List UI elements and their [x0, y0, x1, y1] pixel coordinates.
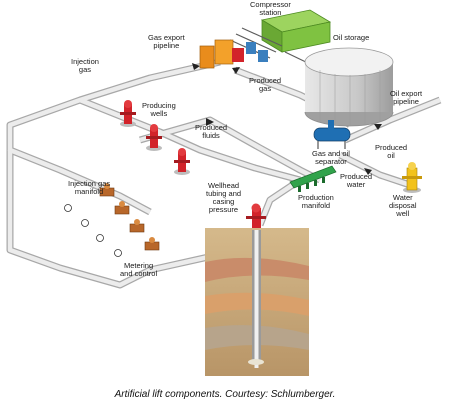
pressure-gauge-1 [64, 204, 72, 212]
production-manifold [289, 165, 337, 192]
label-produced-oil: Produced oil [375, 143, 408, 160]
arrow-produced-fluids [206, 118, 214, 126]
label-produced-fluids: Produced fluids [195, 123, 228, 140]
label-producing-wells: Producing wells [142, 101, 176, 118]
pressure-gauge-3 [96, 234, 104, 242]
producing-wells [120, 100, 266, 230]
injection-valve-2 [114, 201, 130, 215]
label-injection-gas-manifold: Injection gas manifold [68, 179, 111, 196]
pressure-gauge-4 [114, 249, 122, 257]
label-produced-gas: Produced gas [249, 76, 282, 93]
figure-caption: Artificial lift components. Courtesy: Sc… [114, 389, 336, 400]
wellhead-1 [120, 100, 136, 127]
label-production-manifold: Production manifold [298, 193, 334, 210]
label-oil-storage: Oil storage [333, 33, 370, 42]
label-gas-oil-separator: Gas and oil separator [312, 149, 350, 166]
wellhead-2 [146, 124, 162, 151]
arrow-produced-gas [232, 67, 240, 74]
label-produced-water: Produced water [340, 172, 373, 189]
injection-valve-3 [129, 219, 145, 233]
wellhead-main [246, 203, 266, 230]
arrow-injection-gas [192, 63, 200, 70]
label-water-disposal-well: Water disposal well [389, 193, 417, 218]
arrow-produced-oil [374, 124, 382, 130]
pressure-gauge-2 [81, 219, 89, 227]
gas-oil-separator [313, 120, 351, 149]
injection-gas-manifold [64, 183, 160, 257]
label-gas-export-pipeline: Gas export pipeline [148, 33, 185, 50]
label-oil-export-pipeline: Oil export pipeline [390, 89, 423, 106]
water-disposal-well [402, 162, 422, 193]
label-metering-control: Metering and control [120, 261, 158, 278]
oil-storage-tank [304, 47, 394, 127]
flow-arrows [192, 63, 382, 175]
label-injection-gas: Injection gas [71, 57, 99, 74]
injection-valve-1 [99, 183, 115, 197]
label-compressor-station: Compressor station [250, 0, 291, 17]
injection-gas-pipe [6, 58, 221, 216]
subsurface-section [205, 228, 309, 376]
arrow-produced-water [364, 168, 372, 175]
label-wellhead: Wellhead tubing and casing pressure [206, 181, 242, 214]
compressor-station [199, 9, 332, 69]
wellhead-3 [174, 148, 190, 175]
injection-valve-4 [144, 237, 160, 251]
